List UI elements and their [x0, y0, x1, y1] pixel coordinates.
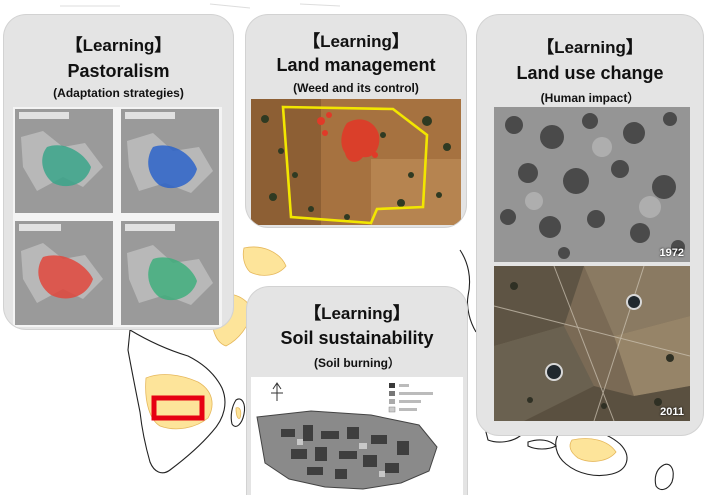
card-subtitle: (Soil burning） — [314, 356, 400, 370]
distribution-map-grid — [13, 107, 222, 327]
card-subtitle: (Weed and its control) — [293, 81, 419, 95]
weed-control-boundary — [281, 105, 429, 225]
card-title: Land use change — [516, 63, 664, 83]
aerial-photo-2011: 2011 — [494, 266, 690, 421]
weed-aerial-photo — [251, 99, 461, 225]
dryland-madagascar — [235, 407, 242, 419]
card-subtitle: (Human impact） — [540, 91, 640, 105]
asia-coast-outline — [459, 249, 477, 333]
new-zealand-outline — [654, 463, 674, 491]
dryland-australia — [569, 438, 617, 462]
distribution-map-green — [15, 109, 113, 213]
card-pastoralism: 【Learning】 Pastoralism (Adaptation strat… — [4, 15, 233, 329]
distribution-map-teal — [121, 221, 219, 325]
study-site-marker — [151, 395, 205, 421]
dryland-asia — [242, 246, 287, 276]
weed-patch — [341, 119, 380, 162]
distribution-map-red — [15, 221, 113, 325]
card-tag: 【Learning】 — [537, 38, 643, 57]
card-title: Land management — [276, 55, 436, 75]
aerial-photo-1972: 1972 — [494, 107, 690, 262]
card-tag: 【Learning】 — [304, 304, 410, 323]
north-arrow-icon — [271, 382, 283, 401]
card-land-management: 【Learning】 Land management (Weed and its… — [246, 15, 466, 227]
card-tag: 【Learning】 — [303, 32, 409, 51]
soil-burning-map — [251, 377, 463, 495]
card-title: Pastoralism — [67, 61, 170, 81]
year-label-1972: 1972 — [659, 247, 684, 259]
year-label-2011: 2011 — [660, 406, 684, 418]
card-land-use-change: 【Learning】 Land use change (Human impact… — [477, 15, 703, 435]
card-title: Soil sustainability — [280, 328, 434, 348]
distribution-map-blue — [121, 109, 219, 213]
soil-map-legend — [388, 383, 433, 413]
card-subtitle: (Adaptation strategies) — [53, 86, 184, 100]
card-tag: 【Learning】 — [65, 36, 172, 55]
card-soil-sustainability: 【Learning】 Soil sustainability (Soil bur… — [247, 287, 467, 495]
